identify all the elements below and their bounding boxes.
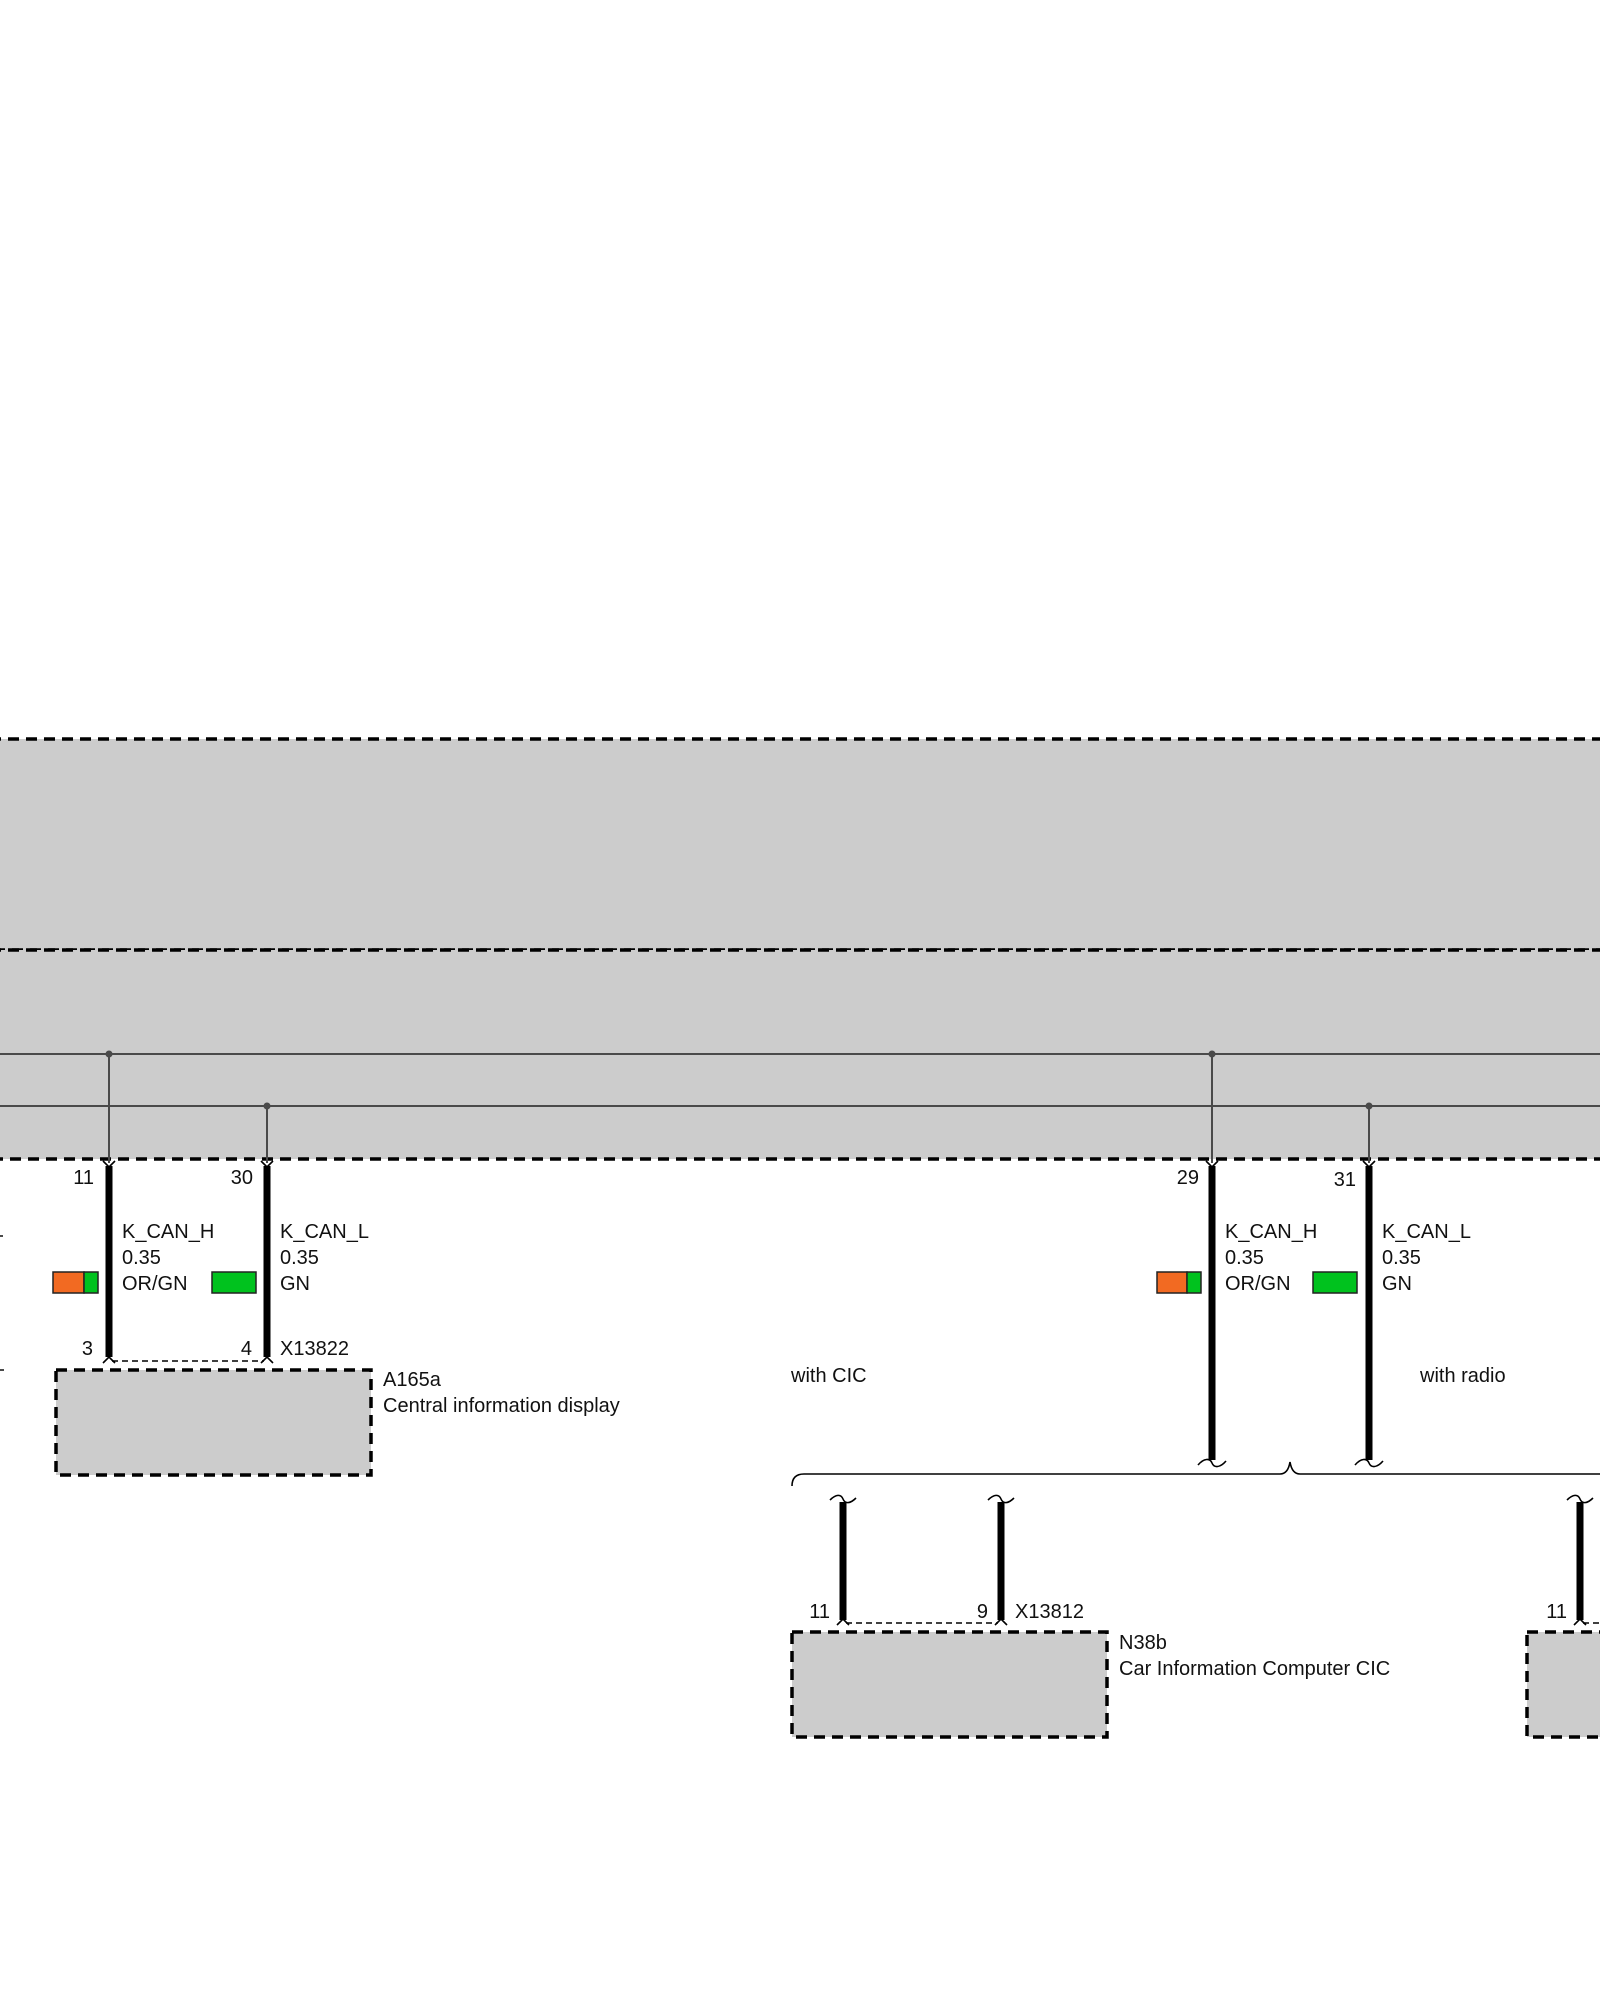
wire-break-marker [1566, 1494, 1594, 1504]
wire-color-swatch-orange [52, 1271, 85, 1294]
pin-label: 11 [1546, 1601, 1567, 1623]
variant-label-with-radio: with radio [1419, 1365, 1506, 1387]
connector-label: X13812 [1015, 1601, 1084, 1623]
junction-dot [1208, 1050, 1216, 1058]
signal-label: K_CAN_L [1382, 1221, 1471, 1243]
wire-size-label: 0.35 [280, 1247, 319, 1269]
wire-color-swatch-green [83, 1271, 99, 1294]
pin-label: 4 [241, 1338, 252, 1360]
wire-size-label: 0.35 [122, 1247, 161, 1269]
module-radio [1525, 1630, 1600, 1739]
wire-color-label: OR/GN [122, 1273, 188, 1295]
wire-break-marker [987, 1494, 1015, 1504]
signal-label: K_CAN_H [122, 1221, 214, 1243]
pin-marker [1573, 1617, 1587, 1626]
connector-label: X13822 [280, 1338, 349, 1360]
wire-color-swatch-green [211, 1271, 257, 1294]
wire-break-marker [1197, 1458, 1227, 1468]
pin-label: 31 [1334, 1169, 1356, 1191]
pin-label: 9 [977, 1601, 988, 1623]
junction-dot [1365, 1102, 1373, 1110]
pin-label: 30 [231, 1167, 253, 1189]
wire-size-label: 0.35 [1382, 1247, 1421, 1269]
component-id: N38b [1119, 1632, 1167, 1654]
main-module-upper [0, 737, 1600, 952]
junction-dot [263, 1102, 271, 1110]
pin-marker [102, 1355, 116, 1364]
pin-marker [260, 1355, 274, 1364]
pin-label: 29 [1177, 1167, 1199, 1189]
variant-brace [791, 1461, 1600, 1487]
signal-label: K_CAN_L [280, 1221, 369, 1243]
wire-color-label: OR/GN [1225, 1273, 1291, 1295]
wire-color-label: GN [280, 1273, 310, 1295]
wire-break-marker [1354, 1458, 1384, 1468]
pin-marker [260, 1160, 274, 1169]
component-id: A165a [383, 1369, 442, 1391]
pin-label: 11 [809, 1601, 830, 1623]
variant-label-with-cic: with CIC [790, 1365, 867, 1387]
wire-color-swatch-green [1312, 1271, 1358, 1294]
signal-label: K_CAN_H [1225, 1221, 1317, 1243]
pin-label: 11 [73, 1167, 94, 1189]
pin-marker [1205, 1160, 1219, 1169]
wire-size-label: 0.35 [1225, 1247, 1264, 1269]
pin-label: 3 [82, 1338, 93, 1360]
wire-color-swatch-green [1186, 1271, 1202, 1294]
component-name: Central information display [383, 1395, 620, 1417]
pin-marker [836, 1617, 850, 1626]
pin-marker [102, 1160, 116, 1169]
wire-color-label: GN [1382, 1273, 1412, 1295]
junction-dot [105, 1050, 113, 1058]
pin-marker [994, 1617, 1008, 1626]
pin-marker [1362, 1160, 1376, 1169]
wire-break-marker [829, 1494, 857, 1504]
component-name: Car Information Computer CIC [1119, 1658, 1390, 1680]
module-n38b [790, 1630, 1109, 1739]
wire-color-swatch-orange [1156, 1271, 1188, 1294]
module-a165a [54, 1368, 373, 1477]
